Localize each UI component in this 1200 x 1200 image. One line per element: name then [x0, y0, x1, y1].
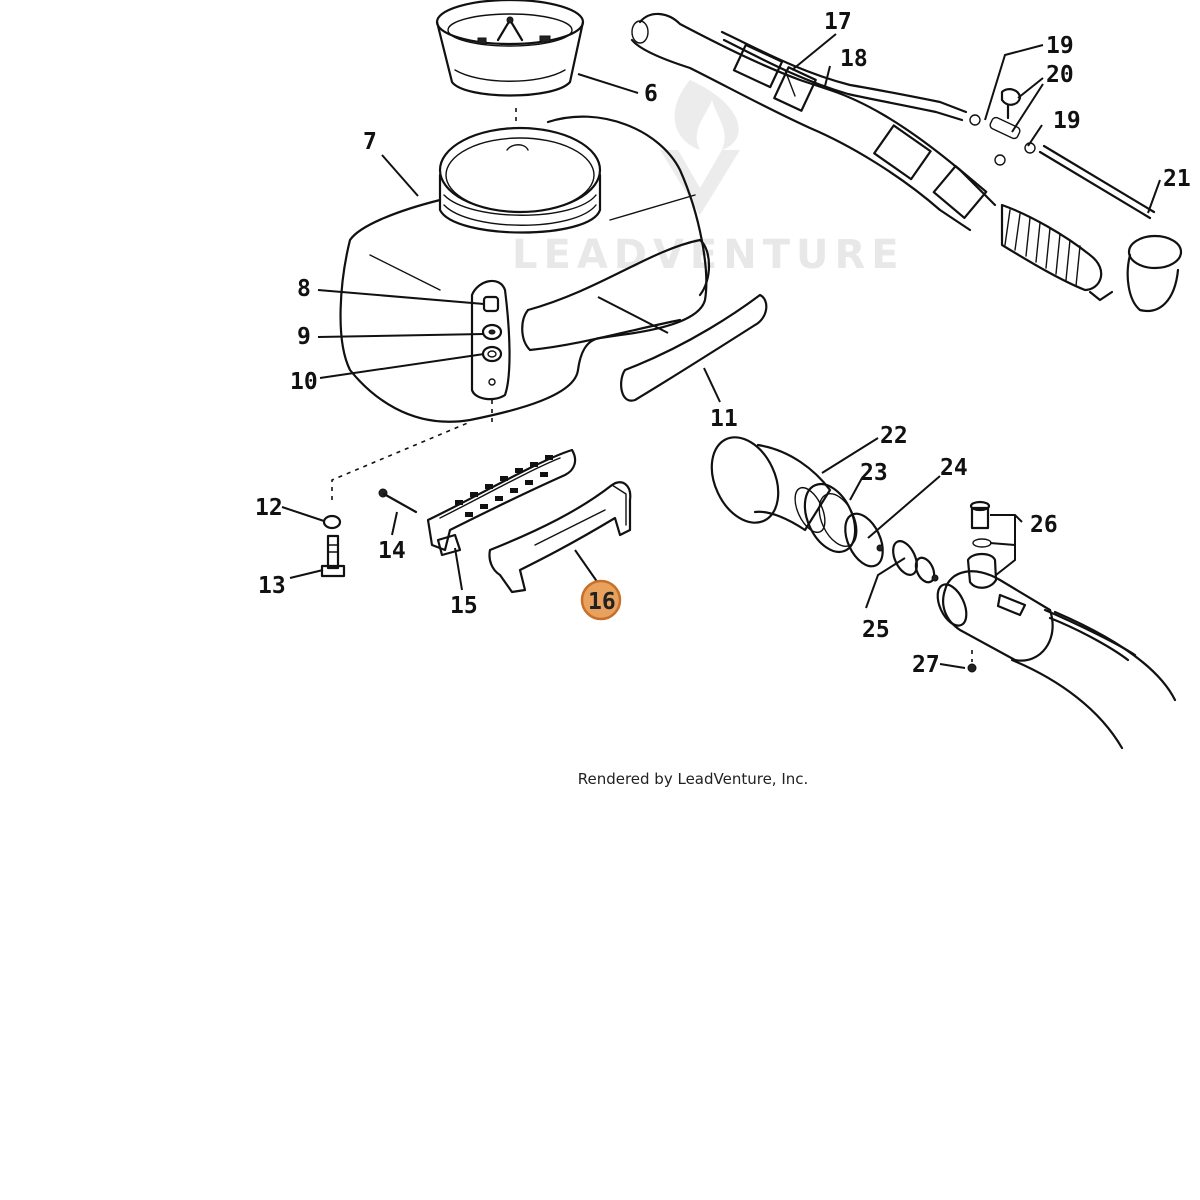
leader-lines [281, 33, 1161, 669]
callout-19-bottom[interactable]: 19 [1053, 108, 1081, 134]
callout-16[interactable]: 16 [588, 589, 616, 615]
part-10-fitting[interactable] [481, 345, 503, 363]
part-11-gasket[interactable] [597, 293, 768, 402]
callout-10[interactable]: 10 [290, 369, 318, 395]
part-24-oring[interactable] [838, 508, 891, 572]
callout-14[interactable]: 14 [378, 538, 406, 564]
callout-6[interactable]: 6 [644, 81, 658, 107]
part-16-bracket[interactable] [488, 481, 632, 594]
part-12-oring[interactable] [322, 421, 471, 530]
watermark-flame-icon [674, 80, 739, 150]
callout-7[interactable]: 7 [363, 129, 377, 155]
pump-body[interactable] [932, 570, 1177, 750]
callout-22[interactable]: 22 [880, 423, 908, 449]
callout-24[interactable]: 24 [940, 455, 968, 481]
part-7-tank[interactable] [339, 115, 710, 425]
part-15-bracket[interactable] [426, 448, 577, 557]
part-6-strainer[interactable] [435, 0, 585, 122]
part-9-fitting[interactable] [481, 323, 503, 341]
callout-26[interactable]: 26 [1030, 512, 1058, 538]
callout-9[interactable]: 9 [297, 324, 311, 350]
part-14-pin[interactable] [378, 488, 418, 514]
part-22-hose-fitting[interactable] [699, 427, 832, 537]
callout-labels: 6 7 8 9 10 11 12 13 14 15 16 17 18 19 20… [255, 9, 1191, 678]
highlight-marker [580, 579, 622, 621]
callout-17[interactable]: 17 [824, 9, 852, 35]
part-13-plug[interactable] [320, 534, 346, 578]
callout-11[interactable]: 11 [710, 406, 738, 432]
callout-23[interactable]: 23 [860, 460, 888, 486]
part-17-21-hose-assembly[interactable] [630, 12, 1183, 313]
callout-20[interactable]: 20 [1046, 62, 1074, 88]
part-26-fittings[interactable] [966, 500, 998, 589]
callout-19-top[interactable]: 19 [1046, 33, 1074, 59]
callout-12[interactable]: 12 [255, 495, 283, 521]
callout-13[interactable]: 13 [258, 573, 286, 599]
part-8-fitting[interactable] [482, 295, 500, 313]
callout-16-highlight[interactable]: 16 [580, 579, 622, 621]
callout-15[interactable]: 15 [450, 593, 478, 619]
callout-25[interactable]: 25 [862, 617, 890, 643]
callout-8[interactable]: 8 [297, 276, 311, 302]
callout-27[interactable]: 27 [912, 652, 940, 678]
watermark-v-icon [660, 150, 740, 215]
part-27-screw[interactable] [967, 650, 977, 673]
render-credit: Rendered by LeadVenture, Inc. [577, 770, 809, 788]
callout-21[interactable]: 21 [1163, 166, 1191, 192]
callout-18[interactable]: 18 [840, 46, 868, 72]
part-25-valve[interactable] [876, 537, 939, 585]
watermark: LEADVENTURE [512, 80, 899, 278]
